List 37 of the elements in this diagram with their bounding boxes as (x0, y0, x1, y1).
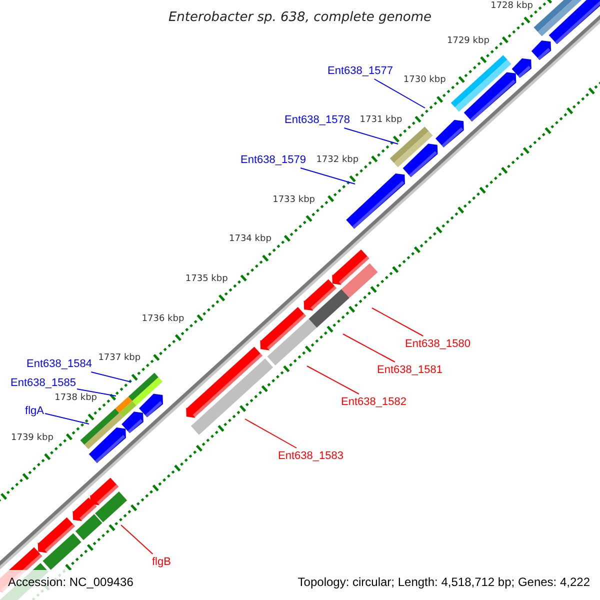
position-label: 1737 kbp (98, 353, 141, 364)
gene-label: Ent638_1579 (240, 153, 306, 167)
position-label: 1728 kbp (490, 1, 533, 12)
position-label: 1732 kbp (316, 154, 359, 166)
gene-label: Ent638_1585 (10, 376, 76, 390)
position-label: 1739 kbp (11, 432, 54, 444)
leader-line (90, 372, 132, 382)
leader-line (372, 308, 424, 336)
position-label: 1730 kbp (403, 75, 446, 86)
position-label: 1738 kbp (54, 393, 97, 404)
position-label: 1733 kbp (272, 194, 315, 206)
genome-summary-text: Topology: circular; Length: 4,518,712 bp; Genes: 4,222 (298, 575, 590, 590)
position-label: 1729 kbp (447, 36, 490, 47)
gene-label: Ent638_1582 (341, 395, 406, 409)
position-label: 1735 kbp (185, 274, 228, 285)
gene-label: Ent638_1580 (405, 337, 470, 351)
leader-line (244, 418, 298, 448)
map-title: Enterobacter sp. 638, complete genome (167, 10, 433, 26)
leader-line (120, 524, 154, 554)
gene-label: Ent638_1577 (328, 64, 393, 78)
gene-label: Ent638_1581 (377, 363, 442, 377)
gene-label: flgA (25, 404, 44, 418)
leader-line (306, 366, 360, 394)
position-label: 1736 kbp (142, 314, 184, 325)
leader-line (76, 388, 116, 396)
leader-line (344, 128, 398, 144)
leader-line (300, 168, 356, 184)
leader-line (342, 334, 396, 362)
gene-label: Ent638_1578 (284, 113, 350, 127)
position-label: 1731 kbp (360, 115, 402, 126)
position-label: 1734 kbp (229, 234, 272, 246)
gene-label: flgB (152, 555, 171, 569)
leader-line (374, 78, 426, 108)
gene-label: Ent638_1584 (26, 357, 92, 371)
leader-line (44, 413, 90, 424)
accession-text: Accession: NC_009436 (8, 575, 134, 590)
gene-label: Ent638_1583 (278, 449, 344, 463)
